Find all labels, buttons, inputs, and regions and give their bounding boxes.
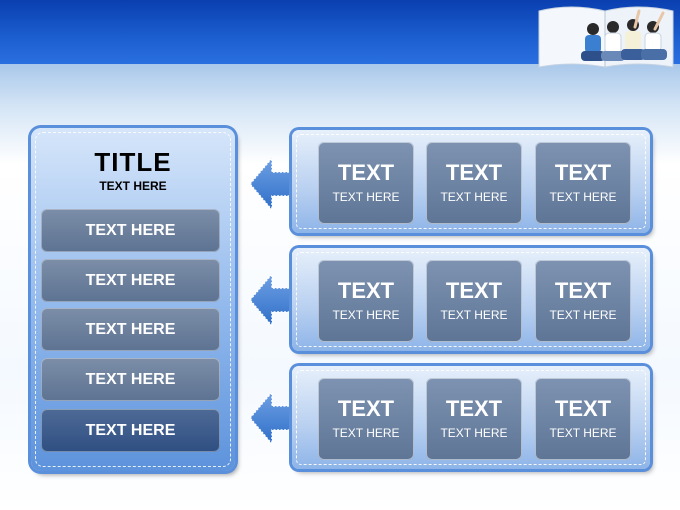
left-item-2[interactable]: TEXT HERE [41,259,220,302]
cell-subtitle: TEXT HERE [549,426,617,440]
cell-title: TEXT [554,396,612,421]
row2-cell-1[interactable]: TEXT TEXT HERE [318,260,414,342]
cell-title: TEXT [445,160,503,185]
left-panel: TITLE TEXT HERE TEXT HERE TEXT HERE TEXT… [31,128,235,471]
cell-title: TEXT [445,278,503,303]
content-row-3: TEXT TEXT HERE TEXT TEXT HERE TEXT TEXT … [292,366,650,469]
panel-title: TITLE [94,147,172,177]
content-row-2: TEXT TEXT HERE TEXT TEXT HERE TEXT TEXT … [292,248,650,351]
row1-cell-2[interactable]: TEXT TEXT HERE [426,142,522,224]
cell-subtitle: TEXT HERE [440,308,508,322]
cell-title: TEXT [554,160,612,185]
arrow-left-icon [249,271,293,329]
cell-subtitle: TEXT HERE [549,308,617,322]
row1-cell-3[interactable]: TEXT TEXT HERE [535,142,631,224]
cell-subtitle: TEXT HERE [549,190,617,204]
cell-subtitle: TEXT HERE [440,190,508,204]
cell-title: TEXT [337,160,395,185]
row2-cell-3[interactable]: TEXT TEXT HERE [535,260,631,342]
left-item-1[interactable]: TEXT HERE [41,209,220,252]
cell-subtitle: TEXT HERE [440,426,508,440]
row2-cell-2[interactable]: TEXT TEXT HERE [426,260,522,342]
left-item-4[interactable]: TEXT HERE [41,358,220,401]
arrow-left-icon [249,389,293,447]
cell-title: TEXT [337,396,395,421]
cell-title: TEXT [445,396,503,421]
arrow-left-icon [249,155,293,213]
row3-cell-2[interactable]: TEXT TEXT HERE [426,378,522,460]
row3-cell-3[interactable]: TEXT TEXT HERE [535,378,631,460]
cell-subtitle: TEXT HERE [332,426,400,440]
row3-cell-1[interactable]: TEXT TEXT HERE [318,378,414,460]
cell-title: TEXT [337,278,395,303]
students-photo [538,6,674,68]
row1-cell-1[interactable]: TEXT TEXT HERE [318,142,414,224]
cell-subtitle: TEXT HERE [332,308,400,322]
cell-subtitle: TEXT HERE [332,190,400,204]
left-item-3[interactable]: TEXT HERE [41,308,220,351]
content-row-1: TEXT TEXT HERE TEXT TEXT HERE TEXT TEXT … [292,130,650,233]
cell-title: TEXT [554,278,612,303]
panel-subtitle: TEXT HERE [99,179,167,193]
left-item-5[interactable]: TEXT HERE [41,409,220,452]
